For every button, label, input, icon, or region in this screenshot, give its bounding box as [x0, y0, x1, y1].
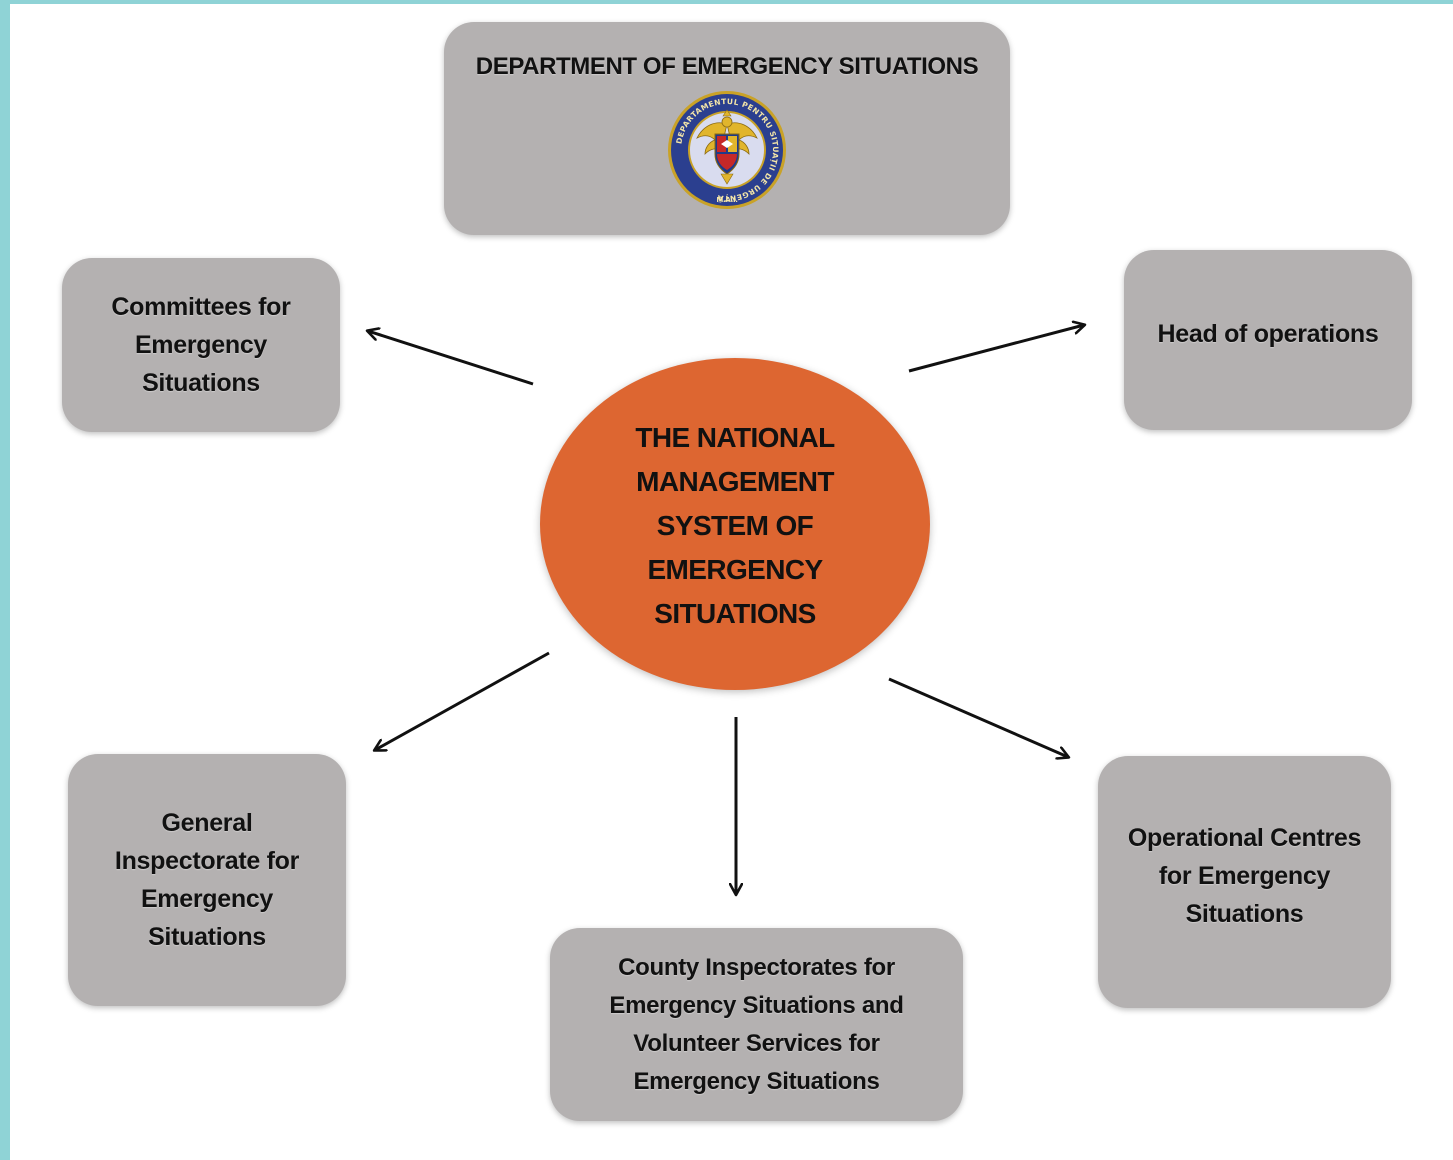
operational-centres-node: Operational Centres for Emergency Situat…: [1098, 756, 1391, 1008]
emblem-bottom-text: M.A.I.: [716, 196, 737, 204]
committees-node: Committees for Emergency Situations: [62, 258, 340, 432]
frame-left-border: [0, 0, 10, 1160]
county-inspectorates-node: County Inspectorates for Emergency Situa…: [550, 928, 963, 1121]
central-system-label: THE NATIONAL MANAGEMENT SYSTEM OF EMERGE…: [635, 422, 835, 629]
department-emblem-icon: DEPARTAMENTUL PENTRU SITUAȚII DE URGENȚĂ…: [668, 91, 786, 209]
central-system-node: THE NATIONAL MANAGEMENT SYSTEM OF EMERGE…: [540, 358, 930, 690]
frame-top-border: [0, 0, 1453, 4]
arrow-to-general-inspectorate: [375, 651, 550, 750]
head-of-operations-node: Head of operations: [1124, 250, 1412, 430]
arrow-to-head-of-operations: [908, 325, 1084, 373]
general-inspectorate-label: General Inspectorate for Emergency Situa…: [114, 809, 300, 951]
arrow-to-committees: [368, 331, 534, 386]
department-box: DEPARTMENT OF EMERGENCY SITUATIONS DEPAR…: [444, 22, 1010, 235]
arrow-to-operational-centres: [888, 677, 1068, 757]
committees-label: Committees for Emergency Situations: [111, 293, 291, 397]
head-of-operations-label: Head of operations: [1157, 320, 1379, 348]
general-inspectorate-node: General Inspectorate for Emergency Situa…: [68, 754, 346, 1006]
operational-centres-label: Operational Centres for Emergency Situat…: [1127, 824, 1362, 928]
department-label: DEPARTMENT OF EMERGENCY SITUATIONS: [475, 53, 979, 80]
county-inspectorates-label: County Inspectorates for Emergency Situa…: [609, 953, 904, 1095]
